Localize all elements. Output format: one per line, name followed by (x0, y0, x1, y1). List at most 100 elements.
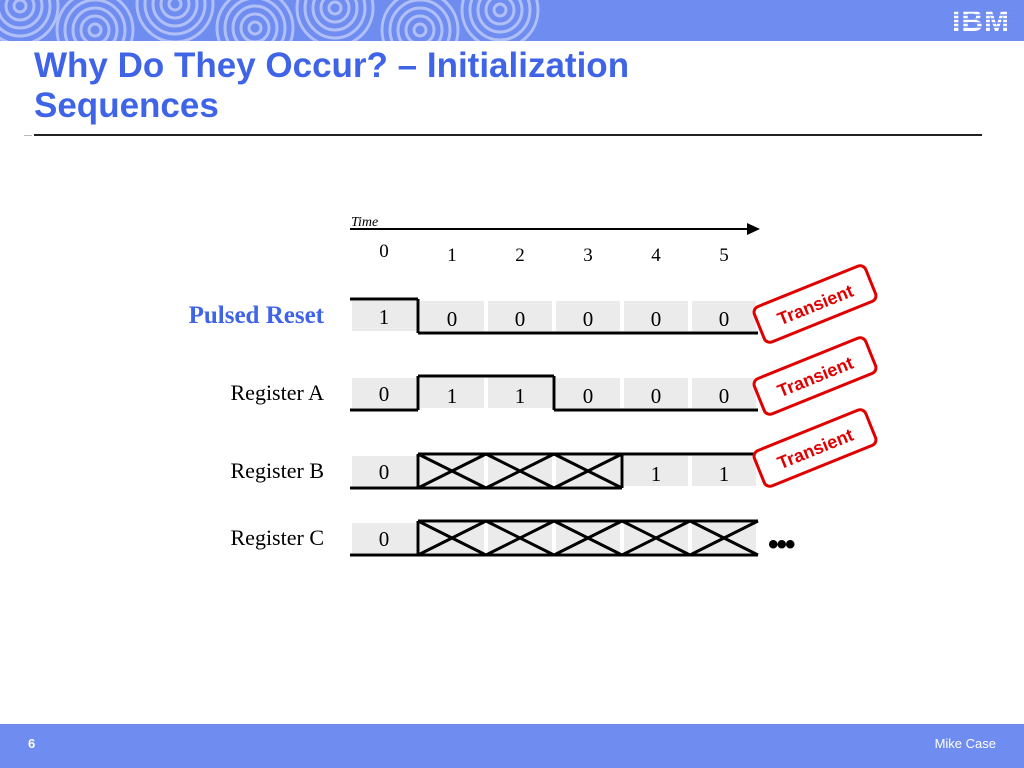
header-ring (404, 14, 436, 41)
slide-title: Why Do They Occur? – Initialization Sequ… (34, 46, 934, 126)
continuation-dots: ••• (768, 528, 795, 561)
header-ring (476, 0, 524, 34)
header-ring (468, 0, 532, 41)
signal-cell (352, 523, 416, 553)
signal-cell (420, 301, 484, 331)
header-ring (327, 0, 343, 16)
signal-value: 0 (515, 307, 526, 331)
header-ring (247, 20, 263, 36)
header-ring (492, 2, 508, 18)
signal-label: Register A (231, 380, 325, 405)
time-step-label: 3 (583, 245, 593, 266)
transient-box (752, 336, 878, 416)
time-step-label: 4 (651, 245, 661, 266)
time-axis-label: Time (351, 215, 378, 230)
header-ring (460, 0, 540, 41)
unknown-cross (553, 519, 623, 557)
header-ring (159, 0, 191, 20)
signal-cell (692, 378, 756, 408)
signal-value: 0 (379, 382, 390, 406)
signal-cell (556, 301, 620, 331)
signal-cell (488, 301, 552, 331)
header-ring (79, 14, 111, 41)
header-ring (303, 0, 367, 40)
signal-value: 0 (651, 307, 662, 331)
signal-cell (624, 301, 688, 331)
header-ring (0, 0, 60, 41)
signal-value: 0 (583, 384, 594, 408)
header-ring (63, 0, 127, 41)
header-ring (215, 0, 295, 41)
header-ring (412, 22, 428, 38)
signal-cell (352, 456, 416, 486)
footer-band: 6 Mike Case (0, 724, 1024, 768)
signal-waveform: 0 1 1 0 0 0 (350, 374, 758, 412)
transient-callout: Transient (752, 336, 878, 416)
header-ring (311, 0, 359, 32)
signal-value: 1 (651, 462, 662, 486)
unknown-cross (417, 519, 487, 557)
signal-waveform: 0 (350, 519, 759, 557)
unknown-cross (485, 519, 555, 557)
header-ring (4, 0, 36, 22)
signal-cell (692, 301, 756, 331)
signal-value: 1 (515, 384, 526, 408)
signal-value: 0 (651, 384, 662, 408)
header-ring (151, 0, 199, 28)
transient-box (752, 408, 878, 488)
header-ring (396, 6, 444, 41)
page-number: 6 (28, 736, 36, 751)
signal-cell (352, 378, 416, 408)
header-ring (143, 0, 207, 36)
signal-value: 0 (719, 307, 730, 331)
header-ring (12, 0, 28, 14)
title-divider-stub (24, 135, 32, 136)
signal-value: 0 (379, 527, 390, 551)
signal-cell (352, 301, 416, 331)
transient-callout: Transient (752, 264, 878, 344)
signal-cell (420, 378, 484, 408)
header-ring (239, 12, 271, 41)
unknown-cross (621, 519, 691, 557)
header-ring (223, 0, 287, 41)
title-divider (34, 134, 982, 136)
header-ring (484, 0, 516, 26)
transient-callout: Transient (752, 408, 878, 488)
header-ring (388, 0, 452, 41)
signal-waveform: 1 0 0 0 0 0 (350, 297, 758, 335)
ibm-logo: IBM (946, 5, 1016, 36)
header-ring (71, 6, 119, 41)
signal-cell (488, 378, 552, 408)
unknown-cross (553, 452, 623, 490)
signal-label: Pulsed Reset (189, 302, 325, 329)
header-ring (295, 0, 375, 41)
signal-value: 1 (719, 462, 730, 486)
unknown-cross (689, 519, 759, 557)
time-step-label: 1 (447, 245, 457, 266)
unknown-cross (417, 452, 487, 490)
header-ring (87, 22, 103, 38)
signal-cell (624, 456, 688, 486)
title-line-1: Why Do They Occur? – Initialization (34, 46, 630, 85)
signal-value: 1 (379, 305, 390, 329)
signal-value: 0 (719, 384, 730, 408)
unknown-cross (485, 452, 555, 490)
header-ring (0, 0, 44, 30)
signal-cell (692, 456, 756, 486)
author-name: Mike Case (934, 736, 996, 751)
header-ring (319, 0, 351, 24)
signal-value: 0 (583, 307, 594, 331)
signal-label: Register C (231, 525, 325, 550)
transient-box (752, 264, 878, 344)
header-ring (0, 0, 52, 38)
title-line-2: Sequences (34, 86, 219, 125)
signal-value: 0 (447, 307, 458, 331)
header-band: IBM (0, 0, 1024, 41)
signal-value: 1 (447, 384, 458, 408)
header-ring (55, 0, 135, 41)
header-ring (135, 0, 215, 41)
signal-cell (556, 378, 620, 408)
header-ring (380, 0, 460, 41)
